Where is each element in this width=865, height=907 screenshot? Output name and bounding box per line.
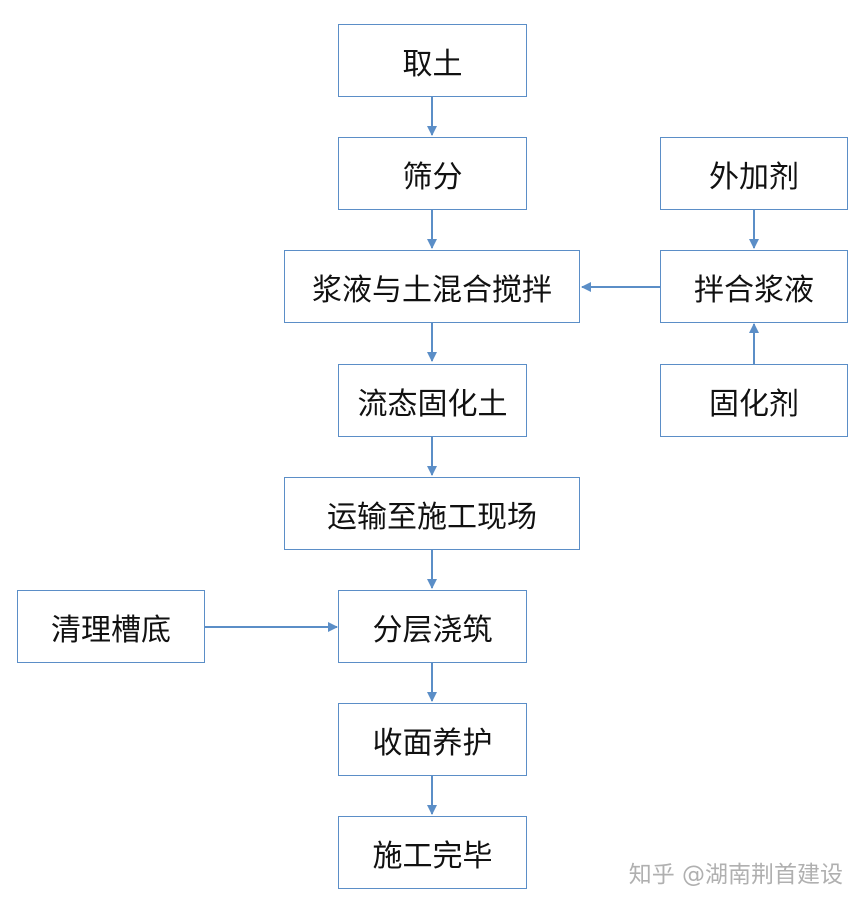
watermark: 知乎 @湖南荆首建设 <box>628 862 843 888</box>
step-transport: 运输至施工现场 <box>284 477 580 550</box>
step-finish-cure: 收面养护 <box>338 703 527 776</box>
step-layered-pour: 分层浇筑 <box>338 590 527 663</box>
input-mix-slurry: 拌合浆液 <box>660 250 848 323</box>
step-mix-slurry-soil: 浆液与土混合搅拌 <box>284 250 580 323</box>
step-sieve: 筛分 <box>338 137 527 210</box>
input-curing-agent: 固化剂 <box>660 364 848 437</box>
step-flowable-soil: 流态固化土 <box>338 364 527 437</box>
input-clean-trench: 清理槽底 <box>17 590 205 663</box>
input-admixture: 外加剂 <box>660 137 848 210</box>
step-take-soil: 取土 <box>338 24 527 97</box>
step-complete: 施工完毕 <box>338 816 527 889</box>
